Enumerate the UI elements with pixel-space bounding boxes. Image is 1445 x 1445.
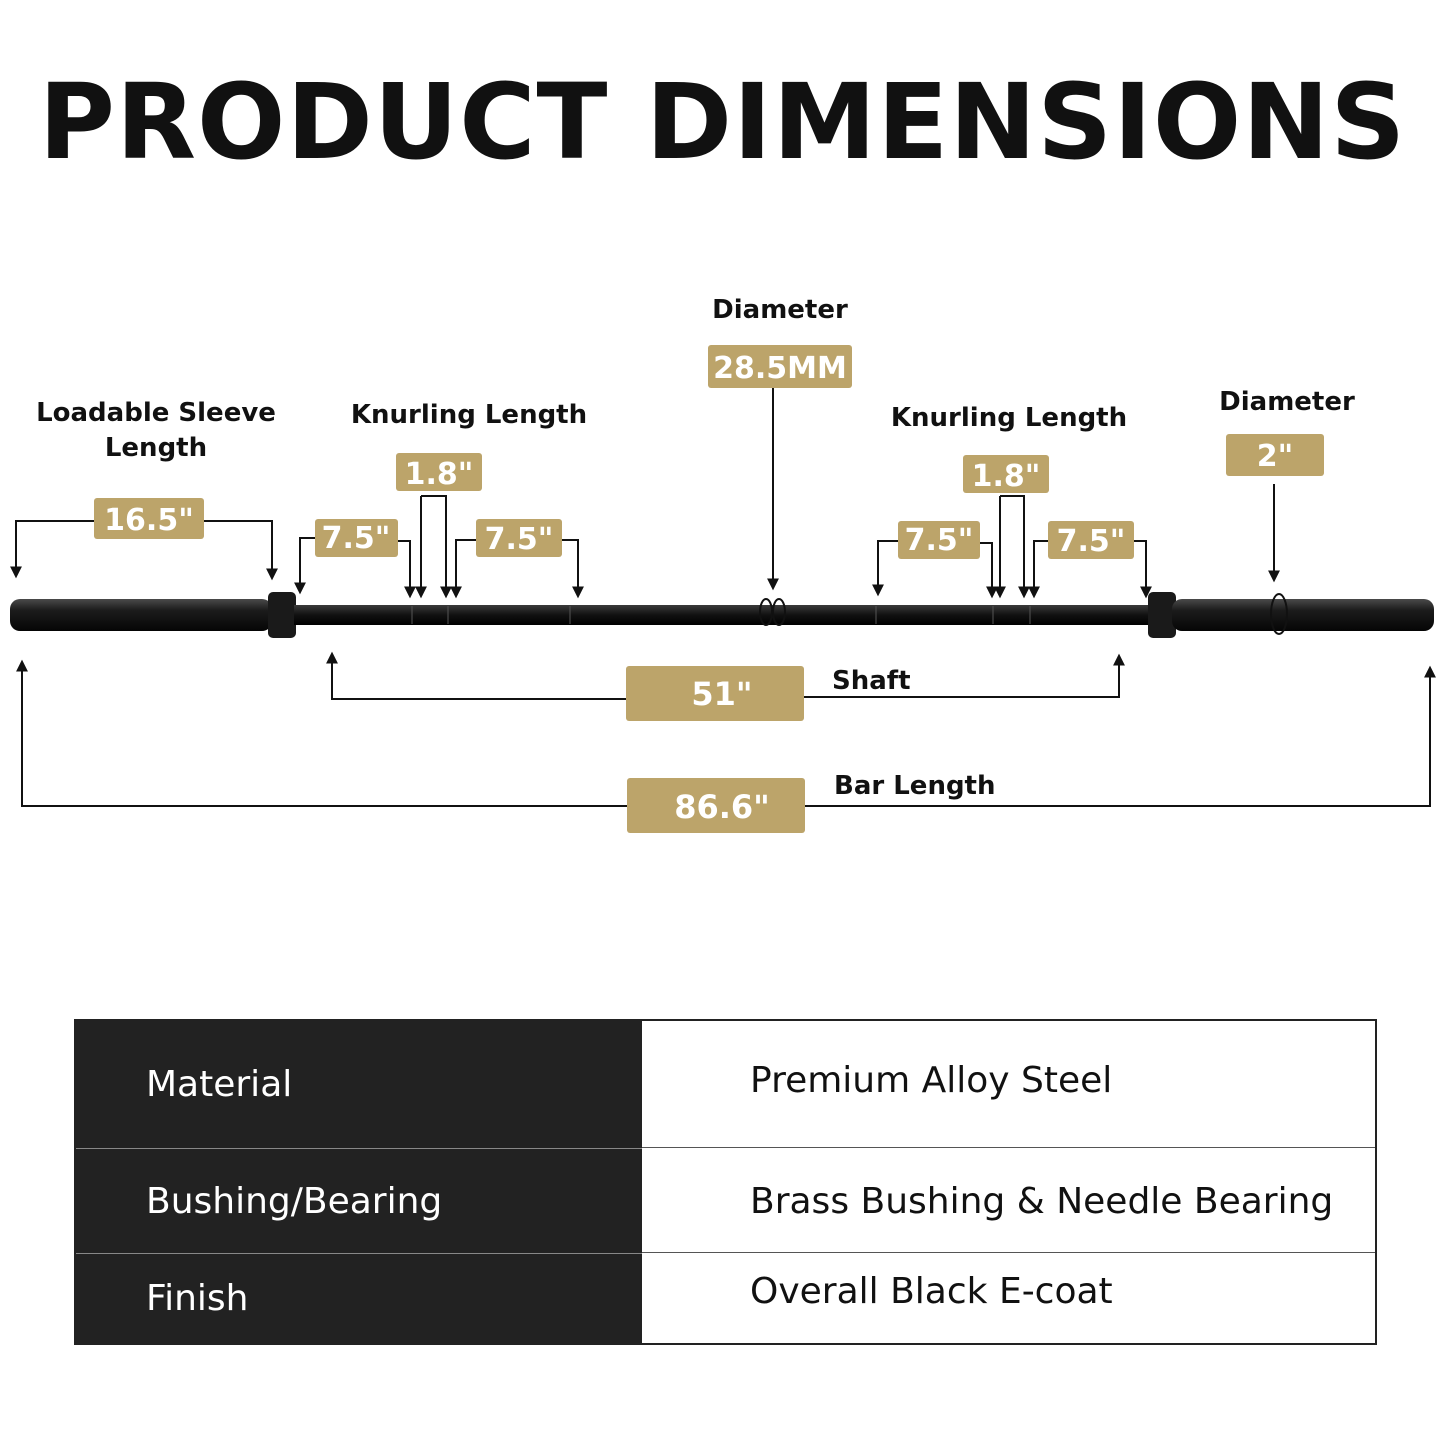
shaft <box>294 605 1150 625</box>
spec-row-material: Material Premium Alloy Steel <box>76 1021 1375 1148</box>
row-divider <box>76 1148 642 1149</box>
barbell <box>10 592 1434 638</box>
spec-row-finish: Finish Overall Black E-coat <box>76 1254 1375 1343</box>
spec-key: Bushing/Bearing <box>76 1149 642 1253</box>
knurl-right-inner-bracket <box>1028 540 1048 599</box>
badge-knurl-right-outer: 7.5" <box>898 521 980 559</box>
badge-knurl-left-inner: 7.5" <box>476 519 562 557</box>
spec-row-bushing: Bushing/Bearing Brass Bushing & Needle B… <box>76 1149 1375 1253</box>
dimension-lines <box>10 388 1436 807</box>
right-sleeve <box>1172 599 1434 631</box>
left-collar <box>268 592 296 638</box>
badge-shaft-diameter-text: 28.5MM <box>713 351 847 386</box>
badge-knurl-right-outer-text: 7.5" <box>905 523 974 558</box>
badge-knurl-right-gap: 1.8" <box>963 455 1049 494</box>
spec-key: Material <box>76 1021 642 1148</box>
knurl-right-inner-bracket <box>980 542 998 599</box>
left-sleeve <box>10 599 272 631</box>
badge-knurl-left-outer: 7.5" <box>315 519 398 557</box>
sleeve-diameter-ring <box>1270 593 1288 635</box>
badge-shaft-length-text: 51" <box>691 675 752 713</box>
badge-sleeve-length: 16.5" <box>94 498 204 539</box>
knurl-right-outer-bracket <box>872 540 898 597</box>
knurling-length-left-label: Knurling Length <box>351 400 587 430</box>
page-title: PRODUCT DIMENSIONS <box>38 61 1407 183</box>
loadable-sleeve-label: Loadable Sleeve <box>36 398 276 428</box>
badge-bar-length-text: 86.6" <box>674 788 770 826</box>
badge-sleeve-diameter-text: 2" <box>1257 439 1294 474</box>
loadable-sleeve-label: Length <box>105 433 207 463</box>
badge-bar-length: 86.6" <box>627 778 805 833</box>
badge-sleeve-diameter: 2" <box>1226 434 1324 476</box>
badge-knurl-left-gap-text: 1.8" <box>405 457 474 492</box>
barbell-dimension-diagram: Loadable Sleeve Length Knurling Length D… <box>10 295 1436 833</box>
spec-key: Finish <box>76 1254 642 1343</box>
bar-length-bracket <box>804 665 1436 807</box>
bar-length-label: Bar Length <box>834 771 996 801</box>
knurl-right-gap-bracket <box>1000 495 1030 599</box>
shaft-length-bracket <box>326 651 628 700</box>
badge-knurl-left-gap: 1.8" <box>396 453 482 492</box>
badge-knurl-right-inner: 7.5" <box>1048 521 1134 559</box>
spec-value: Overall Black E-coat <box>750 1271 1113 1312</box>
knurl-left-inner-bracket <box>450 539 476 599</box>
knurl-left-outer-bracket <box>398 540 416 599</box>
shaft-diameter-ring <box>772 598 786 626</box>
shaft-length-bracket <box>804 653 1125 698</box>
shaft-diameter-label: Diameter <box>712 295 848 325</box>
bar-length-bracket <box>16 659 628 807</box>
spec-table: Material Premium Alloy Steel Bushing/Bea… <box>74 1019 1377 1345</box>
right-collar <box>1148 592 1176 638</box>
knurl-left-outer-bracket <box>294 537 316 595</box>
badge-sleeve-length-text: 16.5" <box>104 503 194 538</box>
sleeve-diameter-label: Diameter <box>1219 387 1355 417</box>
badge-knurl-right-gap-text: 1.8" <box>972 459 1041 494</box>
badge-shaft-length: 51" <box>626 666 804 721</box>
row-divider <box>642 1147 1375 1148</box>
sleeve-length-bracket <box>204 520 278 581</box>
knurl-left-gap-bracket <box>421 495 452 599</box>
spec-value: Premium Alloy Steel <box>750 1060 1113 1101</box>
row-divider <box>76 1253 642 1254</box>
spec-value: Brass Bushing & Needle Bearing <box>750 1180 1334 1222</box>
row-divider <box>642 1252 1375 1253</box>
knurling-length-right-label: Knurling Length <box>891 403 1127 433</box>
knurl-right-outer-bracket <box>1134 540 1152 599</box>
badge-shaft-diameter: 28.5MM <box>708 345 852 388</box>
badge-knurl-left-inner-text: 7.5" <box>485 522 554 557</box>
badge-knurl-right-inner-text: 7.5" <box>1057 524 1126 559</box>
sleeve-length-bracket <box>10 520 96 579</box>
knurl-left-inner-bracket <box>562 539 584 599</box>
shaft-label: Shaft <box>832 666 911 696</box>
badge-knurl-left-outer-text: 7.5" <box>322 521 391 556</box>
